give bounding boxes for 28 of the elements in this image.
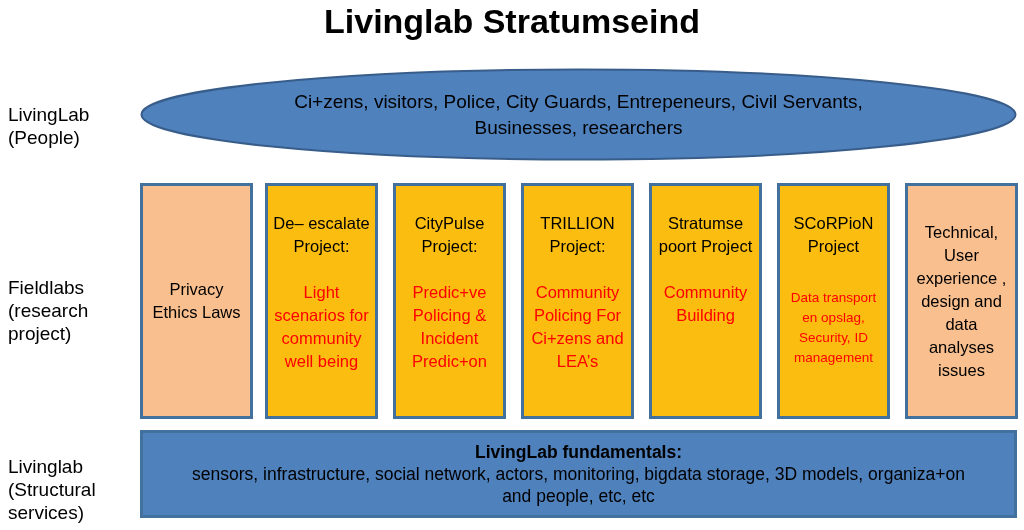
- box-text: Technical, User experience , design and data analyses issues: [915, 221, 1008, 381]
- project-box: [521, 183, 634, 419]
- foundation-bar: [140, 430, 1017, 518]
- project-box: [393, 183, 506, 419]
- project-description: Community Policing For Ci+zens and LEA’s: [530, 282, 625, 372]
- project-description: Data transport en opslag, Security, ID management: [789, 289, 878, 367]
- project-description: Community Building: [662, 282, 749, 326]
- project-box: [265, 183, 378, 419]
- topic-box: [140, 183, 253, 419]
- project-description: Light scenarios for community well being: [273, 282, 370, 372]
- project-description: Predic+ve Policing & Incident Predic+on: [411, 282, 488, 372]
- project-title: De– escalate Project:: [272, 213, 371, 257]
- project-title: TRILLION Project:: [539, 213, 616, 257]
- project-box: [649, 183, 762, 419]
- box-text: Ci+zens, visitors, Police, City Guards, Entrepeneurs, Civil Servants, Businesses, researchers: [293, 89, 864, 140]
- group-ellipse: [140, 68, 1017, 161]
- project-box: [777, 183, 890, 419]
- diagram-title: Livinglab Stratumseind: [323, 2, 701, 41]
- row-label: Fieldlabs (research project): [8, 276, 90, 345]
- project-title: SCoRPioN Project: [792, 213, 875, 257]
- bar-heading: LivingLab fundamentals:: [474, 441, 683, 463]
- box-text: Privacy Ethics Laws: [151, 279, 242, 323]
- project-title: Stratumse poort Project: [657, 213, 754, 257]
- bar-text: sensors, infrastructure, social network, actors, monitoring, bigdata storage, 3D models, organiza+on and people, etc, etc: [191, 463, 966, 507]
- topic-box: [905, 183, 1018, 419]
- row-label: LivingLab (People): [8, 103, 91, 149]
- project-title: CityPulse Project:: [413, 213, 486, 257]
- row-label: Livinglab (Structural services): [8, 455, 97, 524]
